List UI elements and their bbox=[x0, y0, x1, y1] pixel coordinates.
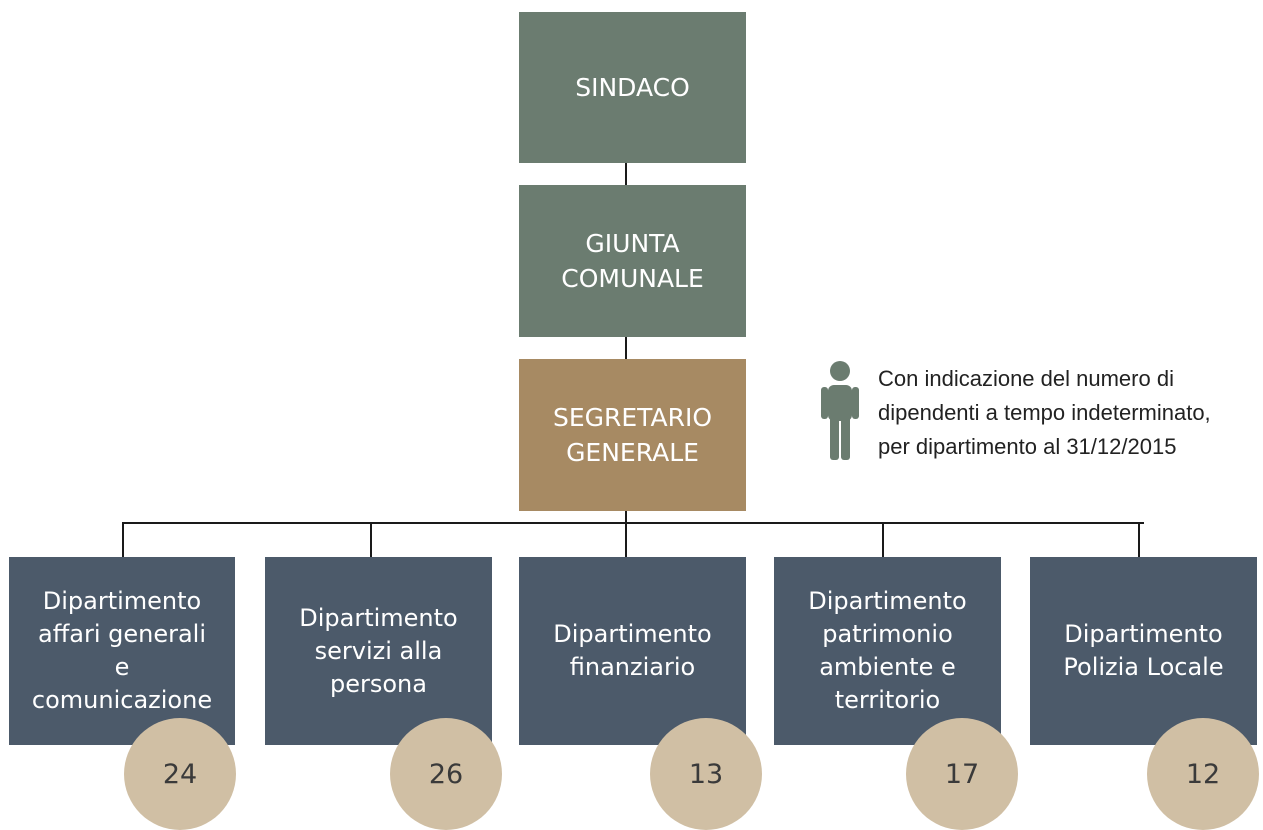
employee-count: 12 bbox=[1185, 758, 1221, 790]
connector-dept-5 bbox=[1138, 522, 1140, 558]
employee-count-badge: 12 bbox=[1147, 718, 1259, 830]
department-label: Dipartimento finanziario bbox=[553, 620, 712, 681]
giunta-comunale-label: GIUNTA COMUNALE bbox=[561, 229, 704, 293]
employee-count: 17 bbox=[944, 758, 980, 790]
segretario-generale-label: SEGRETARIO GENERALE bbox=[552, 403, 713, 467]
legend-text: Con indicazione del numero di dipendenti… bbox=[878, 366, 1211, 459]
department-polizia-locale-box: Dipartimento Polizia Locale bbox=[1030, 557, 1257, 745]
employee-count-badge: 24 bbox=[124, 718, 236, 830]
department-affari-generali-box: Dipartimento affari generali e comunicaz… bbox=[9, 557, 235, 745]
department-label: Dipartimento patrimonio ambiente e terri… bbox=[808, 587, 967, 714]
connector-dept-3 bbox=[625, 522, 627, 558]
connector-dept-1 bbox=[122, 522, 124, 558]
legend: Con indicazione del numero di dipendenti… bbox=[812, 358, 1252, 468]
department-label: Dipartimento Polizia Locale bbox=[1063, 620, 1224, 681]
employee-count: 24 bbox=[162, 758, 198, 790]
connector-dept-4 bbox=[882, 522, 884, 558]
employee-count-badge: 17 bbox=[906, 718, 1018, 830]
employee-count: 26 bbox=[428, 758, 464, 790]
horizontal-bus bbox=[122, 522, 1144, 524]
employee-count-badge: 13 bbox=[650, 718, 762, 830]
department-servizi-persona-box: Dipartimento servizi alla persona bbox=[265, 557, 492, 745]
connector-dept-2 bbox=[370, 522, 372, 558]
employee-count: 13 bbox=[688, 758, 724, 790]
department-label: Dipartimento affari generali e comunicaz… bbox=[31, 587, 213, 714]
sindaco-box: SINDACO bbox=[519, 12, 746, 163]
department-patrimonio-box: Dipartimento patrimonio ambiente e terri… bbox=[774, 557, 1001, 745]
giunta-comunale-box: GIUNTA COMUNALE bbox=[519, 185, 746, 337]
employee-count-badge: 26 bbox=[390, 718, 502, 830]
segretario-generale-box: SEGRETARIO GENERALE bbox=[519, 359, 746, 511]
department-label: Dipartimento servizi alla persona bbox=[299, 603, 458, 698]
department-finanziario-box: Dipartimento finanziario bbox=[519, 557, 746, 745]
connector-sindaco-giunta bbox=[625, 162, 627, 186]
sindaco-label: SINDACO bbox=[575, 73, 690, 102]
person-icon bbox=[821, 361, 859, 460]
connector-segretario-bus bbox=[625, 510, 627, 524]
connector-giunta-segretario bbox=[625, 336, 627, 360]
